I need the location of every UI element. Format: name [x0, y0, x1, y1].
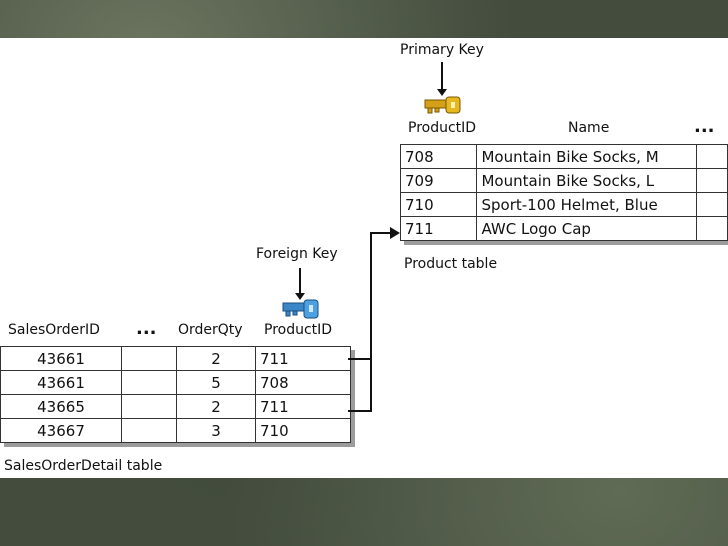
- sales-cell-empty: [121, 394, 177, 419]
- sales-header-productid: ProductID: [264, 322, 333, 338]
- product-cell-name: Mountain Bike Socks, M: [476, 144, 697, 169]
- sales-cell-orderid: 43665: [0, 394, 122, 419]
- product-cell-id: 708: [399, 144, 478, 169]
- primary-key-arrow: [437, 62, 447, 96]
- sales-cell-orderid: 43661: [0, 370, 122, 395]
- connector-stub-bottom: [348, 410, 372, 412]
- sales-header-salesorderid: SalesOrderID: [8, 322, 100, 338]
- sales-cell-qty: 5: [176, 370, 256, 395]
- product-cell-name: Mountain Bike Socks, L: [476, 168, 697, 193]
- connector-horizontal: [370, 232, 394, 234]
- sales-cell-qty: 2: [176, 346, 256, 371]
- sales-cell-productid: 708: [255, 370, 351, 395]
- product-cell-empty: [695, 192, 728, 217]
- product-cell-empty: [695, 144, 728, 169]
- product-cell-name: AWC Logo Cap: [476, 216, 697, 241]
- primary-key-icon: [424, 96, 461, 114]
- foreign-key-label: Foreign Key: [256, 246, 338, 262]
- product-cell-empty: [695, 216, 728, 241]
- sales-cell-orderid: 43667: [0, 418, 122, 443]
- foreign-key-arrow: [295, 268, 305, 300]
- sales-cell-productid: 710: [255, 418, 351, 443]
- sales-cell-empty: [121, 370, 177, 395]
- product-cell-id: 710: [399, 192, 478, 217]
- sales-header-orderqty: OrderQty: [178, 322, 243, 338]
- product-header-ellipsis: ...: [694, 116, 715, 137]
- connector-stub-top: [348, 358, 372, 360]
- product-header-name: Name: [568, 120, 610, 136]
- product-cell-id: 711: [399, 216, 478, 241]
- product-cell-id: 709: [399, 168, 478, 193]
- sales-cell-qty: 3: [176, 418, 256, 443]
- product-table-caption: Product table: [404, 256, 498, 272]
- sales-cell-empty: [121, 346, 177, 371]
- product-header-productid: ProductID: [408, 120, 477, 136]
- sales-header-ellipsis: ...: [136, 318, 157, 339]
- sales-cell-empty: [121, 418, 177, 443]
- product-cell-name: Sport-100 Helmet, Blue: [476, 192, 697, 217]
- sales-table-caption: SalesOrderDetail table: [4, 458, 163, 474]
- connector-vertical: [370, 232, 372, 412]
- sales-cell-productid: 711: [255, 346, 351, 371]
- product-cell-empty: [695, 168, 728, 193]
- primary-key-label: Primary Key: [400, 42, 484, 58]
- connector-arrowhead: [390, 227, 400, 239]
- foreign-key-icon: [282, 299, 319, 319]
- sales-cell-qty: 2: [176, 394, 256, 419]
- sales-cell-productid: 711: [255, 394, 351, 419]
- sales-cell-orderid: 43661: [0, 346, 122, 371]
